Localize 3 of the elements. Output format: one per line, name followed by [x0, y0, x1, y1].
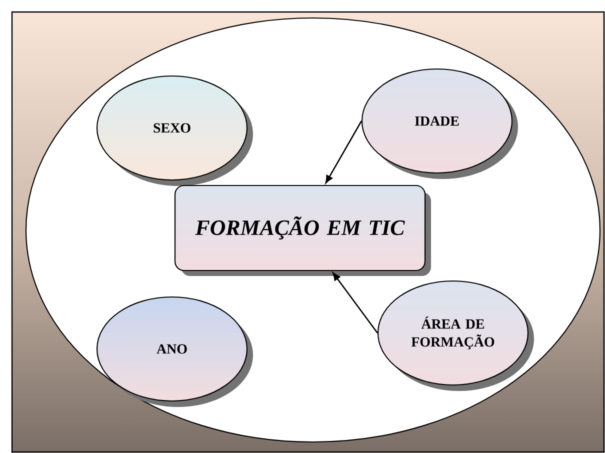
arrow [325, 120, 362, 184]
arrow [332, 272, 378, 334]
central-box: FORMAÇÃO EM TIC [174, 184, 431, 276]
